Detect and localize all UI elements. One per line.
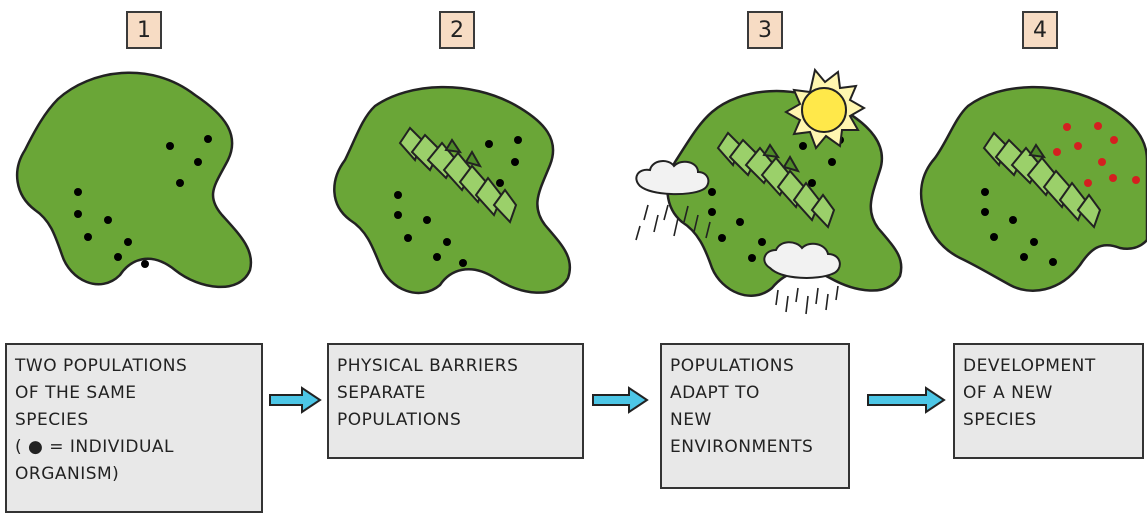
mountain-icon [716,131,836,229]
arrow-icon [269,386,322,414]
caption-step-2: PHYSICAL BARRIERS SEPARATE POPULATIONS [327,343,584,459]
caption-step-1: TWO POPULATIONS OF THE SAME SPECIES ( ● … [5,343,263,513]
step-2-number: 2 [439,11,475,49]
island-1-land [15,71,253,289]
caption-step-3: POPULATIONS ADAPT TO NEW ENVIRONMENTS [660,343,850,489]
arrow-icon [592,386,649,414]
island-4-land [919,85,1147,292]
new-species-organisms [1053,122,1140,187]
rain-icon [635,204,711,241]
island-1-organisms [74,135,212,268]
arrow-icon [867,386,946,414]
sun-icon [783,67,867,150]
rain-icon [775,285,839,315]
mountain-icon [398,126,518,224]
mountain-icon [982,131,1102,229]
step-1-number: 1 [126,11,162,49]
island-2-land [333,85,572,295]
caption-step-4: DEVELOPMENT OF A NEW SPECIES [953,343,1144,459]
step-3-number: 3 [747,11,783,49]
island-4-organisms [981,188,1057,266]
cloud-icon [763,241,841,279]
step-4-number: 4 [1022,11,1058,49]
cloud-icon [635,160,710,196]
island-2-organisms [394,136,522,267]
